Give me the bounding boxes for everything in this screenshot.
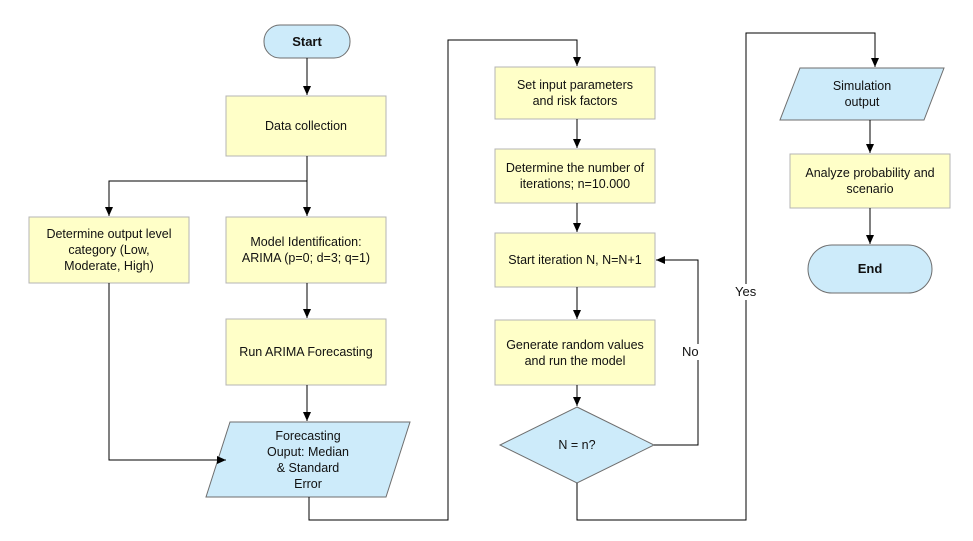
edge-data-to-output-level [105,180,307,216]
run-arima-box [225,318,387,386]
forecasting-output-parallelogram [205,421,411,498]
edge-decision-yes-to-simulation [576,32,879,521]
start-terminator [263,24,351,59]
output-level-box [28,216,190,284]
decision-diamond [498,406,656,484]
iterations-box [494,148,656,204]
start-iteration-box [494,232,656,288]
data-collection-box [225,95,387,157]
model-identification-box [225,216,387,284]
edge-decision-no-loop [654,256,699,446]
simulation-output-parallelogram [779,67,945,121]
end-terminator [807,244,933,294]
analyze-box [789,153,951,209]
edge-output-level-to-forecast [108,283,226,464]
edge-forecast-to-set-input [308,39,581,521]
generate-random-box [494,319,656,386]
set-input-box [494,66,656,120]
